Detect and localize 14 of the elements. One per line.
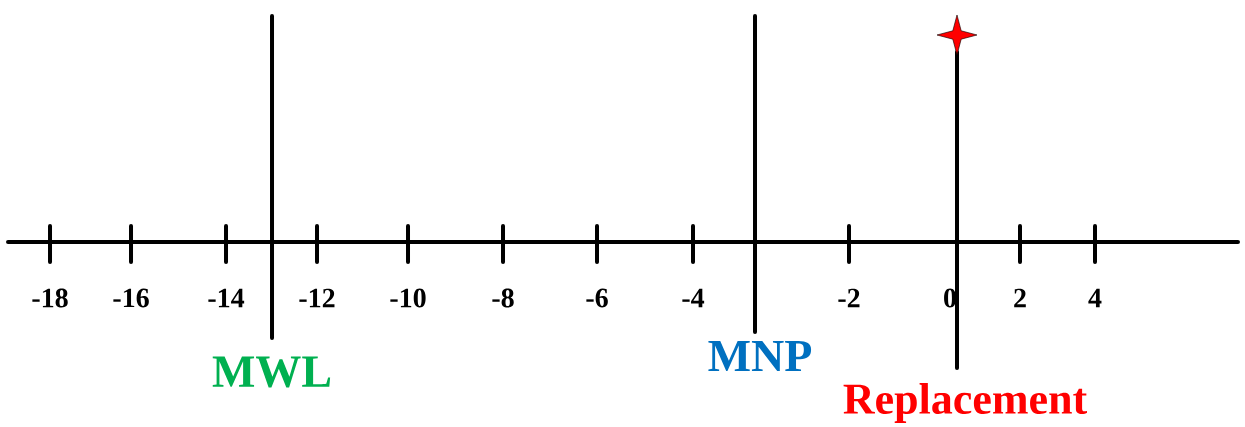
tick-label: -10 — [390, 288, 426, 308]
tick-label: -6 — [586, 288, 608, 308]
marker-label: MWL — [212, 356, 331, 388]
tick-label: 2 — [1014, 288, 1026, 308]
tick-label: 4 — [1088, 288, 1102, 308]
tick-label: -18 — [32, 288, 68, 308]
marker-label: MNP — [708, 340, 812, 372]
tick-label: -16 — [113, 288, 149, 308]
tick-label: -14 — [208, 288, 245, 308]
tick-label: -4 — [682, 288, 705, 308]
marker-label: Replacement — [843, 383, 1087, 423]
tick-label: -12 — [299, 288, 335, 308]
tick-label: -2 — [838, 288, 860, 308]
tick-label: -8 — [492, 288, 514, 308]
